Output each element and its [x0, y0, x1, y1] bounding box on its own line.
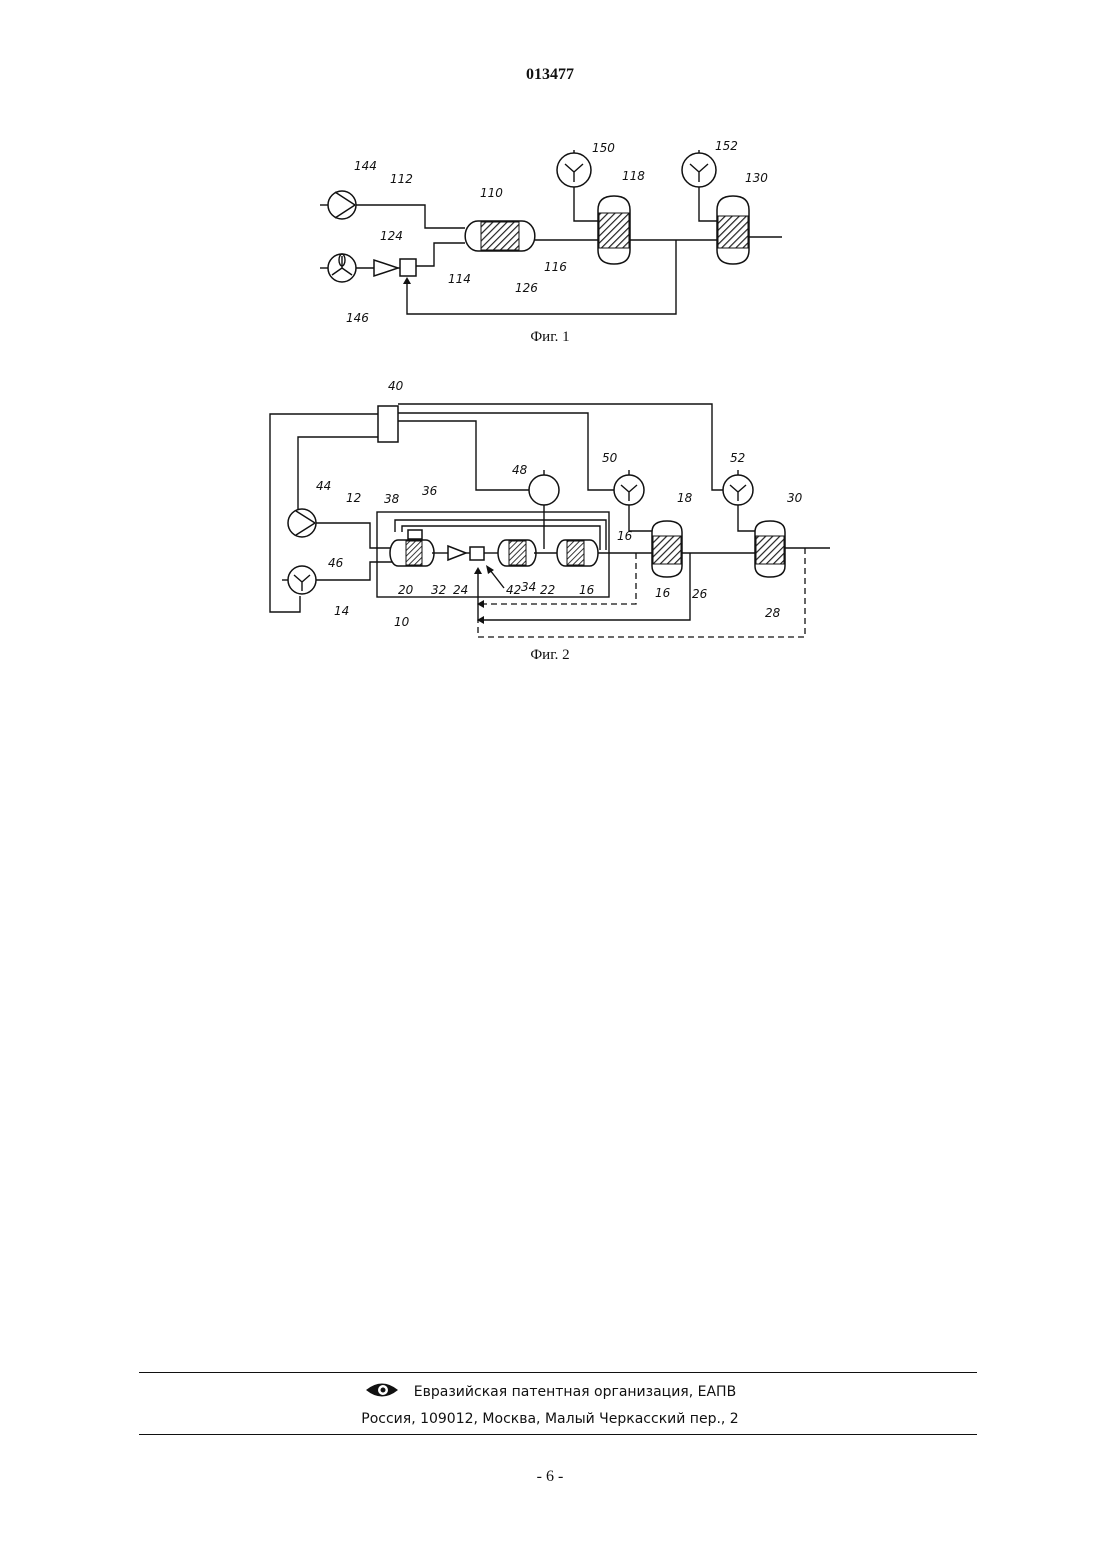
figure-1-caption: Фиг. 1 — [0, 329, 1100, 346]
label-30: 30 — [787, 491, 803, 505]
label-118: 118 — [622, 169, 645, 183]
label-110: 110 — [480, 186, 503, 200]
fan-52 — [723, 470, 755, 531]
label-32: 32 — [431, 583, 446, 597]
controller-40 — [378, 406, 398, 442]
label-16-loop: 16 — [579, 583, 595, 597]
label-18: 18 — [677, 491, 693, 505]
label-22: 22 — [540, 583, 555, 597]
label-34: 34 — [521, 580, 536, 594]
label-130: 130 — [745, 171, 768, 185]
label-114: 114 — [448, 272, 471, 286]
page-number: - 6 - — [0, 1468, 1100, 1486]
pump-144 — [320, 191, 356, 219]
label-10: 10 — [394, 615, 410, 629]
eapo-eye-logo-icon — [364, 1381, 400, 1403]
label-46: 46 — [328, 556, 344, 570]
fan-146 — [320, 254, 356, 282]
sensor-48 — [529, 470, 559, 549]
label-44: 44 — [316, 479, 331, 493]
figure-1-diagram: 144 112 110 150 118 152 130 124 114 116 … — [0, 0, 1100, 360]
label-40: 40 — [388, 379, 404, 393]
label-50: 50 — [602, 451, 618, 465]
vessel-130 — [717, 196, 749, 264]
footer-address: Россия, 109012, Москва, Малый Черкасский… — [0, 1411, 1100, 1427]
vessel-118 — [598, 196, 630, 264]
mixer-24 — [470, 547, 484, 560]
label-24: 24 — [453, 583, 468, 597]
mixer-124 — [400, 259, 416, 276]
pump-44 — [288, 509, 316, 537]
label-16-bypass: 16 — [655, 586, 671, 600]
label-146: 146 — [346, 311, 369, 325]
label-16-outlet: 16 — [617, 529, 633, 543]
label-28: 28 — [765, 606, 781, 620]
figure-2-diagram: 40 48 50 52 44 12 38 36 18 30 46 16 20 3… — [0, 360, 1100, 660]
label-144: 144 — [354, 159, 377, 173]
label-124: 124 — [380, 229, 403, 243]
reactor-110 — [465, 221, 535, 251]
figure-2-caption: Фиг. 2 — [0, 647, 1100, 664]
reactor-20 — [390, 540, 434, 566]
label-20: 20 — [398, 583, 414, 597]
label-112: 112 — [390, 172, 413, 186]
reactor-22 — [557, 540, 598, 566]
amplifier-triangle — [374, 260, 398, 276]
label-38: 38 — [384, 492, 400, 506]
footer-organization-row: Евразийская патентная организация, ЕАПВ — [0, 1381, 1100, 1403]
footer-top-rule — [139, 1372, 977, 1373]
vessel-30 — [755, 521, 785, 577]
vessel-18 — [652, 521, 682, 577]
fan-46 — [282, 566, 316, 594]
label-126: 126 — [515, 281, 538, 295]
reactor-34 — [498, 540, 536, 566]
label-42: 42 — [506, 583, 521, 597]
amplifier-32 — [448, 546, 466, 560]
label-36: 36 — [422, 484, 438, 498]
fan-152 — [682, 150, 717, 221]
footer-bottom-rule — [139, 1434, 977, 1435]
footer-organization: Евразийская патентная организация, ЕАПВ — [414, 1384, 736, 1400]
fan-50 — [614, 470, 652, 531]
label-48: 48 — [512, 463, 528, 477]
label-26: 26 — [692, 587, 708, 601]
label-14: 14 — [334, 604, 349, 618]
label-116: 116 — [544, 260, 567, 274]
label-150: 150 — [592, 141, 615, 155]
fan-150 — [557, 150, 598, 221]
label-52: 52 — [730, 451, 745, 465]
label-12: 12 — [346, 491, 361, 505]
label-152: 152 — [715, 139, 738, 153]
